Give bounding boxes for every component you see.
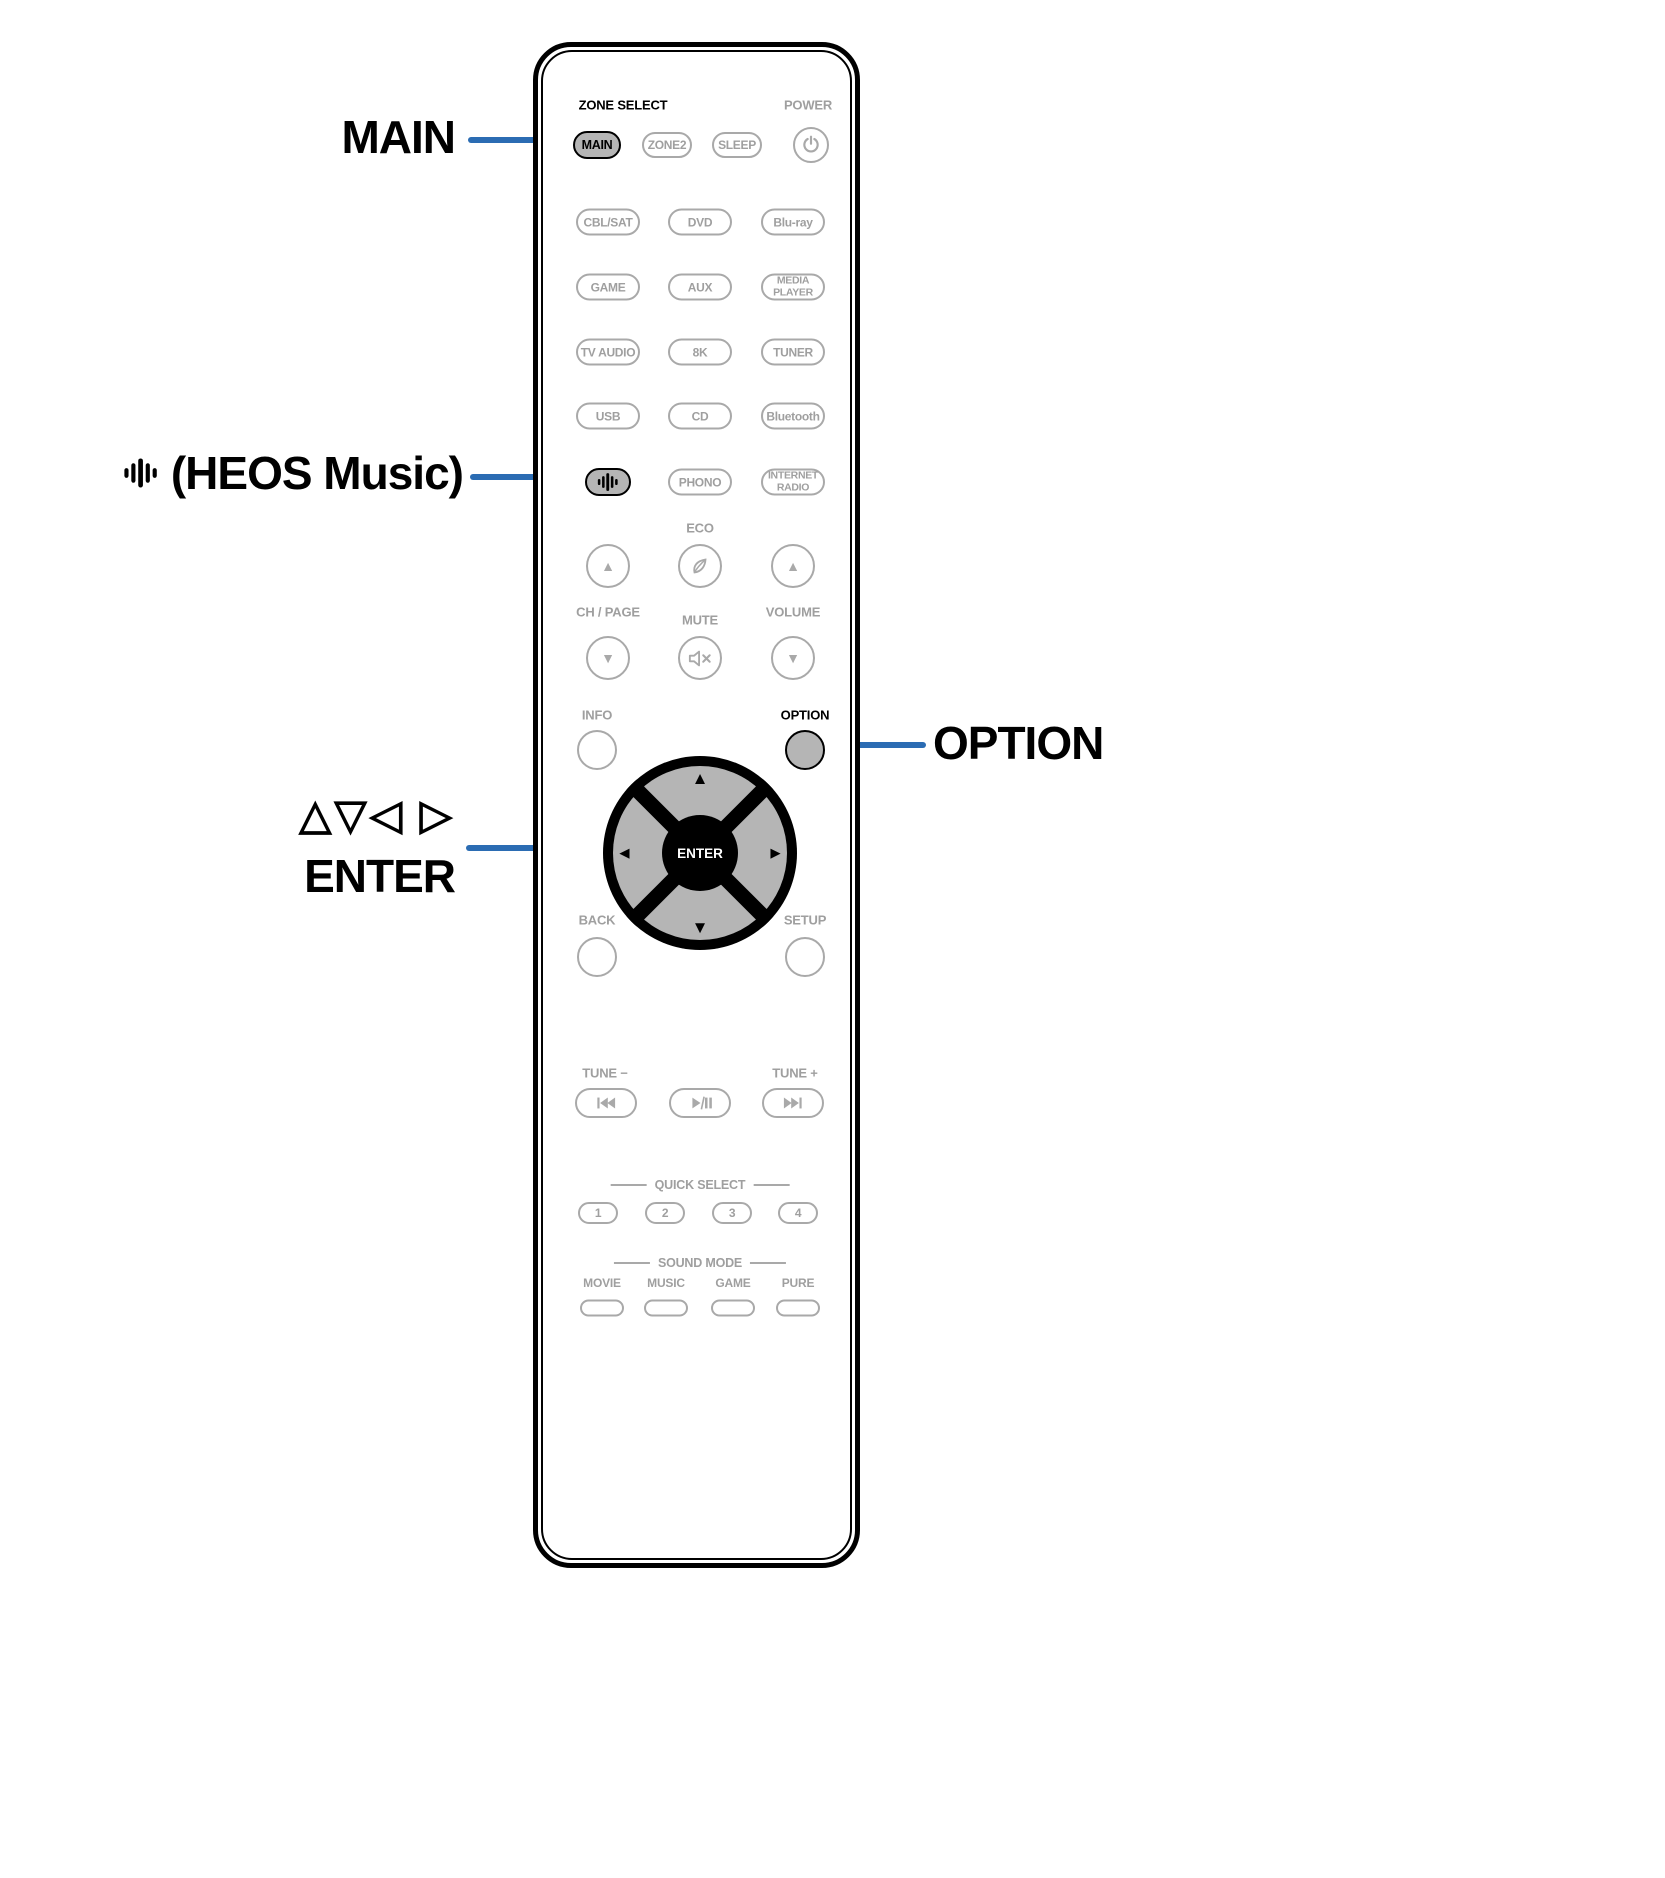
cursor-pad: ▲ ▼ ◄ ► ENTER	[603, 756, 797, 950]
cursor-right-button[interactable]: ►	[767, 843, 784, 863]
up-triangle-icon: ▲	[601, 558, 615, 574]
info-label: INFO	[581, 707, 613, 723]
game-mode-button[interactable]	[711, 1299, 755, 1317]
power-icon	[803, 135, 819, 153]
play-pause-button[interactable]	[669, 1088, 731, 1118]
skip-forward-icon	[783, 1097, 802, 1109]
callout-cursor: △▽◁ ▷ ENTER	[150, 790, 456, 903]
mute-label: MUTE	[681, 612, 719, 628]
quick-select-2-button[interactable]: 2	[645, 1202, 685, 1224]
down-triangle-icon: ▼	[786, 650, 800, 666]
bluetooth-button[interactable]: Bluetooth	[761, 402, 825, 430]
blu-ray-button[interactable]: Blu-ray	[761, 208, 825, 236]
cursor-left-button[interactable]: ◄	[616, 843, 633, 863]
sleep-button[interactable]: SLEEP	[712, 132, 762, 158]
media-player-line1: MEDIA	[776, 274, 810, 287]
media-player-line2: PLAYER	[773, 286, 813, 298]
remote-control: ZONE SELECT POWER MAIN ZONE2 SLEEP CBL/S…	[533, 42, 860, 1568]
pure-label: PURE	[781, 1276, 815, 1290]
cbl-sat-button[interactable]: CBL/SAT	[576, 208, 640, 236]
eco-leaf-icon	[693, 558, 707, 574]
callout-main-label: MAIN	[341, 111, 456, 163]
skip-back-button[interactable]	[575, 1088, 637, 1118]
setup-button[interactable]	[785, 937, 825, 977]
game-button[interactable]: GAME	[576, 273, 640, 301]
quick-select-4-button[interactable]: 4	[778, 1202, 818, 1224]
back-label: BACK	[578, 912, 616, 928]
skip-back-icon	[597, 1097, 616, 1109]
sound-mode-header: SOUND MODE	[613, 1256, 787, 1270]
callout-heos: (HEOS Music)	[15, 446, 464, 500]
power-label: POWER	[783, 97, 833, 113]
heos-music-button[interactable]	[585, 468, 631, 496]
main-button[interactable]: MAIN	[573, 131, 621, 159]
zone-select-label: ZONE SELECT	[578, 97, 668, 113]
callout-option-line	[820, 742, 926, 748]
option-button[interactable]	[785, 730, 825, 770]
game-mode-label: GAME	[715, 1276, 751, 1290]
power-button[interactable]	[793, 127, 829, 163]
dvd-button[interactable]: DVD	[668, 208, 732, 236]
header-dash	[750, 1262, 787, 1264]
eco-label: ECO	[686, 520, 714, 536]
callout-enter-label: ENTER	[304, 850, 456, 902]
up-triangle-icon: ▲	[786, 558, 800, 574]
tune-plus-label: TUNE +	[772, 1065, 818, 1081]
volume-down-button[interactable]: ▼	[771, 636, 815, 680]
cursor-up-button[interactable]: ▲	[691, 769, 709, 788]
callout-option-label: OPTION	[933, 717, 1104, 769]
movie-label: MOVIE	[583, 1276, 621, 1290]
tv-audio-button[interactable]: TV AUDIO	[576, 338, 640, 366]
internet-radio-line1: INTERNET	[767, 469, 819, 482]
cursor-down-button[interactable]: ▼	[691, 918, 709, 937]
header-dash	[613, 1262, 650, 1264]
mute-button[interactable]	[678, 636, 722, 680]
cd-button[interactable]: CD	[668, 402, 732, 430]
movie-button[interactable]	[580, 1299, 624, 1317]
setup-label: SETUP	[783, 912, 827, 928]
channel-down-button[interactable]: ▼	[586, 636, 630, 680]
heos-waveform-icon	[597, 473, 618, 491]
down-triangle-icon: ▼	[601, 650, 615, 666]
internet-radio-line2: RADIO	[776, 481, 810, 493]
pure-button[interactable]	[776, 1299, 820, 1317]
volume-up-button[interactable]: ▲	[771, 544, 815, 588]
quick-select-1-button[interactable]: 1	[578, 1202, 618, 1224]
sound-mode-label: SOUND MODE	[657, 1256, 743, 1270]
callout-cursor-line	[466, 845, 598, 851]
mute-icon	[688, 650, 711, 666]
callout-heos-label: (HEOS Music)	[170, 447, 464, 499]
phono-button[interactable]: PHONO	[668, 468, 732, 496]
aux-button[interactable]: AUX	[668, 273, 732, 301]
tuner-button[interactable]: TUNER	[761, 338, 825, 366]
8k-button[interactable]: 8K	[668, 338, 732, 366]
back-button[interactable]	[577, 937, 617, 977]
quick-select-3-button[interactable]: 3	[712, 1202, 752, 1224]
enter-button[interactable]: ENTER	[662, 815, 738, 891]
callout-main-line	[468, 137, 568, 143]
zone2-button[interactable]: ZONE2	[642, 132, 692, 158]
quick-select-label: QUICK SELECT	[654, 1178, 746, 1192]
ch-page-label: CH / PAGE	[576, 604, 640, 620]
header-dash	[753, 1184, 790, 1186]
media-player-button[interactable]: MEDIA PLAYER	[761, 273, 825, 301]
heos-waveform-icon	[124, 458, 157, 488]
eco-button[interactable]	[678, 544, 722, 588]
header-dash	[610, 1184, 647, 1186]
callout-cursor-glyphs: △▽◁ ▷	[299, 791, 455, 838]
play-pause-icon	[691, 1096, 712, 1110]
channel-up-button[interactable]: ▲	[586, 544, 630, 588]
quick-select-header: QUICK SELECT	[610, 1178, 790, 1192]
music-label: MUSIC	[647, 1276, 685, 1290]
skip-forward-button[interactable]	[762, 1088, 824, 1118]
music-button[interactable]	[644, 1299, 688, 1317]
tune-minus-label: TUNE −	[582, 1065, 628, 1081]
volume-label: VOLUME	[765, 604, 821, 620]
callout-heos-line	[470, 474, 580, 480]
usb-button[interactable]: USB	[576, 402, 640, 430]
internet-radio-button[interactable]: INTERNET RADIO	[761, 468, 825, 496]
option-label: OPTION	[780, 707, 830, 723]
